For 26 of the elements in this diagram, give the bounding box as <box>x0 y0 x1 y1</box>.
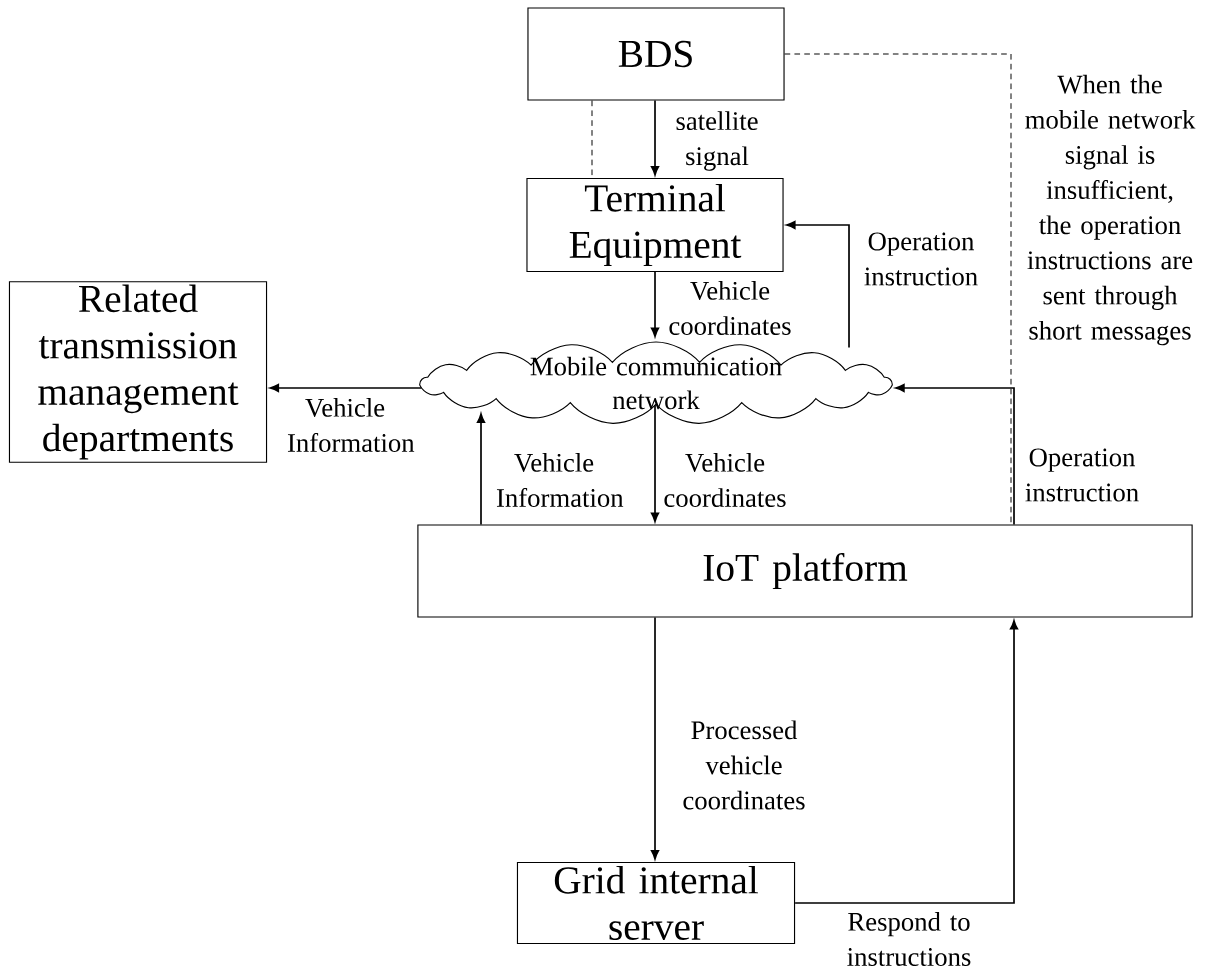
edge-label: Vehicle coordinates <box>664 453 786 507</box>
edge-label: Vehicle Information <box>496 453 624 507</box>
arrow <box>650 271 660 337</box>
arrow <box>650 616 660 860</box>
arrow <box>786 220 850 349</box>
process-box: IoT platform <box>417 524 1193 618</box>
edge-label: satellite signal <box>676 111 758 171</box>
arrow <box>476 413 486 526</box>
edge-label: Respond to instructions <box>847 912 971 966</box>
edge-label: When the mobile network signal is insufficient, the operation instructions are sent through short messages <box>1025 74 1196 346</box>
process-box: Grid internal server <box>516 861 796 945</box>
edge-label: Operation instruction <box>1025 448 1139 502</box>
process-box: BDS <box>527 7 785 101</box>
dashed-line <box>591 100 593 179</box>
arrow <box>650 99 660 176</box>
process-box: Terminal Equipment <box>526 177 784 273</box>
arrow <box>895 383 1015 526</box>
edge-label: Vehicle coordinates <box>669 281 791 335</box>
arrow <box>650 404 660 522</box>
process-box: Related transmission management departments <box>8 281 268 463</box>
arrow <box>269 383 423 393</box>
edge-label: Operation instruction <box>864 232 978 286</box>
dashed-line <box>784 53 1012 525</box>
arrow <box>794 620 1019 904</box>
edge-label: Processed vehicle coordinates <box>683 720 805 810</box>
edge-label: Vehicle Information <box>287 398 415 452</box>
